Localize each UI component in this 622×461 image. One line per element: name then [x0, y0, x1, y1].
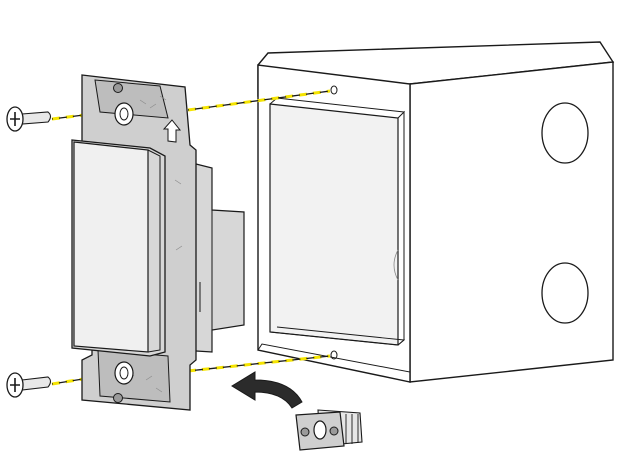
knockout-bottom — [541, 262, 589, 324]
screw-shaft-top — [21, 111, 52, 125]
yoke-slot-top-inner — [119, 107, 129, 121]
guide-line-bottom-box-dark — [187, 355, 331, 372]
junction-box — [257, 41, 615, 383]
screw-shaft-bottom — [21, 376, 52, 391]
box-inner-knockout — [393, 249, 399, 281]
box-screw-hole-top — [330, 85, 338, 95]
wall-switch — [71, 74, 245, 411]
up-arrow-icon — [162, 119, 182, 143]
clip-loop — [313, 420, 327, 440]
mounting-screw-bottom — [6, 372, 52, 398]
plate-screw-bottom — [113, 393, 123, 403]
switch-rear-detail — [199, 210, 213, 330]
mounting-screw-top — [6, 106, 52, 132]
guide-line-bottom-box — [187, 354, 331, 373]
insert-arrow — [231, 371, 303, 409]
box-bottom-lip — [257, 343, 411, 382]
clip-ridges — [345, 414, 359, 444]
phillips-cross-bottom — [10, 378, 20, 392]
grounding-clip — [295, 409, 363, 451]
box-opening — [269, 103, 399, 346]
guide-line-top-box-dark — [187, 90, 331, 111]
curved-arrow-icon — [231, 371, 303, 409]
guide-line-top-screw-dark — [51, 111, 109, 120]
box-side-face — [409, 61, 614, 383]
knockout-top — [541, 102, 589, 164]
box-inner-floor — [269, 326, 406, 346]
switch-paddle — [73, 141, 149, 353]
switch-paddle-edge — [147, 149, 161, 353]
phillips-cross-top — [10, 112, 20, 126]
clip-screw-left — [300, 427, 310, 437]
plate-screw-top — [113, 83, 123, 93]
yoke-slot-bottom-inner — [119, 366, 129, 380]
clip-screw-right — [329, 426, 339, 436]
guide-line-bottom-screw-dark — [51, 374, 109, 385]
